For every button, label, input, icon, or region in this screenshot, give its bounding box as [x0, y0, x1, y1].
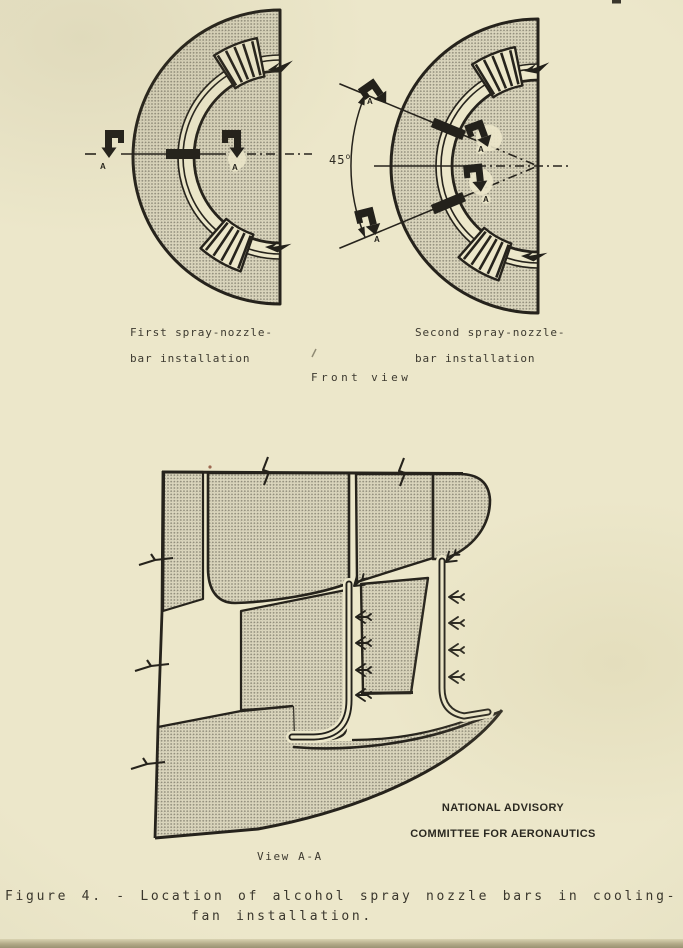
section-letter: A — [480, 194, 492, 205]
label-second-installation: Second spray-nozzle- bar installation — [415, 326, 565, 365]
cowl-strip-section — [161, 470, 205, 613]
duct-outer-wall — [153, 470, 165, 839]
section-letter: A — [475, 144, 487, 155]
spray-nozzle-bar-right — [436, 555, 494, 722]
spray-nozzle-bar-left — [286, 578, 355, 743]
duct-block-section — [354, 472, 435, 584]
section-arrow-icon — [354, 205, 383, 239]
figure-caption-line2: fan installation. — [191, 909, 373, 924]
naca-credit-line2: COMMITTEE FOR AERONAUTICS — [410, 828, 596, 840]
label-second-line1: Second spray-nozzle- — [415, 326, 566, 339]
break-mark-icon — [133, 658, 171, 673]
angle-value: 45 — [329, 153, 346, 167]
section-letter: A — [367, 97, 373, 106]
duct-lip-section — [431, 472, 492, 561]
spray-nozzle-bar-edge — [430, 117, 467, 141]
section-letter: A — [100, 162, 106, 171]
naca-credit: NATIONAL ADVISORY COMMITTEE FOR AERONAUT… — [398, 802, 608, 841]
section-arrow-icon — [357, 76, 393, 113]
view-aa-diagram — [129, 455, 504, 840]
label-first-line2: bar installation — [130, 352, 251, 365]
label-angle-45: 45o — [329, 150, 351, 167]
page-bottom-edge — [0, 939, 683, 948]
cowl-block-section — [206, 471, 351, 605]
figure-caption-line1: Figure 4. - Location of alcohol spray no… — [5, 889, 678, 904]
section-letter: A — [374, 235, 380, 244]
vane-hatch-top — [470, 46, 524, 99]
section-letter: A — [229, 162, 241, 173]
naca-credit-line1: NATIONAL ADVISORY — [441, 802, 565, 814]
label-second-line2: bar installation — [415, 352, 536, 365]
label-first-installation: First spray-nozzle- bar installation — [130, 326, 273, 365]
second-installation-diagram — [339, 17, 572, 315]
angle-degree-symbol: o — [345, 152, 352, 161]
fan-blade-section — [359, 576, 430, 695]
label-view-aa: View A-A — [257, 850, 323, 863]
vane-hatch-bottom — [457, 226, 513, 282]
first-installation-diagram — [85, 8, 312, 306]
scan-artifacts — [208, 0, 621, 469]
section-arrow-icon — [101, 130, 124, 158]
duct-top-edge — [161, 470, 464, 475]
label-front-view: Front view — [311, 371, 412, 384]
spray-nozzle-bar-edge — [430, 191, 467, 215]
label-first-line1: First spray-nozzle- — [130, 326, 273, 339]
vane-hatch-bottom — [199, 217, 255, 273]
vane-hatch-top — [212, 37, 266, 90]
